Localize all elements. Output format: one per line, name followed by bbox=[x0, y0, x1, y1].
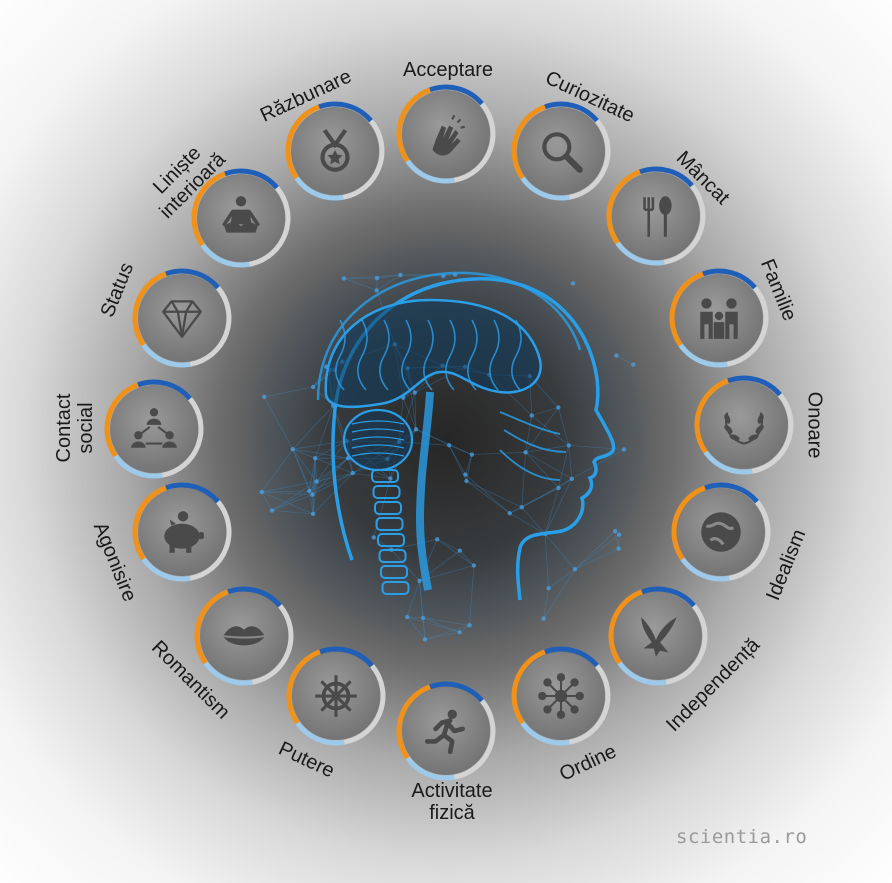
desire-label: Contact social bbox=[53, 393, 97, 463]
desire-label: Acceptare bbox=[403, 59, 494, 81]
ship-wheel-icon bbox=[315, 675, 357, 717]
desire-node-7 bbox=[606, 584, 710, 688]
desire-node-8 bbox=[509, 644, 613, 748]
piggy-bank-icon bbox=[164, 511, 204, 553]
desire-ring bbox=[285, 101, 385, 201]
desire-node-10 bbox=[284, 644, 388, 748]
desire-ring bbox=[132, 268, 232, 368]
people-network-icon bbox=[131, 408, 177, 448]
desire-node-3 bbox=[604, 164, 708, 268]
desire-node-2 bbox=[509, 99, 613, 203]
desire-node-background bbox=[110, 385, 198, 473]
network-nodes-icon bbox=[538, 673, 584, 719]
desire-ring bbox=[608, 586, 708, 686]
desire-node-14 bbox=[130, 266, 234, 370]
desire-ring bbox=[194, 586, 294, 686]
lips-icon bbox=[222, 626, 266, 646]
desire-node-1 bbox=[394, 82, 498, 186]
desire-node-background bbox=[700, 381, 788, 469]
desire-node-13 bbox=[102, 377, 206, 481]
desire-label: Activitate fizică bbox=[411, 780, 493, 824]
desire-ring bbox=[606, 166, 706, 266]
desire-ring bbox=[104, 379, 204, 479]
desire-node-16 bbox=[283, 99, 387, 203]
desire-node-9 bbox=[394, 679, 498, 783]
desire-node-11 bbox=[192, 584, 296, 688]
bird-icon bbox=[641, 617, 677, 657]
runner-icon bbox=[424, 709, 466, 755]
meditation-icon bbox=[222, 196, 260, 233]
magnifier-icon bbox=[542, 132, 583, 173]
laurel-wreath-icon bbox=[724, 412, 764, 445]
desire-node-6 bbox=[669, 480, 773, 584]
desire-ring bbox=[132, 482, 232, 582]
desire-node-background bbox=[138, 274, 226, 362]
desire-ring bbox=[671, 482, 771, 582]
desire-ring bbox=[511, 646, 611, 746]
fork-spoon-icon bbox=[643, 196, 672, 237]
diamond-icon bbox=[162, 300, 202, 338]
family-icon bbox=[700, 298, 738, 339]
desire-node-5 bbox=[692, 373, 796, 477]
desire-node-4 bbox=[667, 266, 771, 370]
desire-node-15 bbox=[189, 166, 293, 270]
desire-ring bbox=[191, 168, 291, 268]
globe-icon bbox=[701, 512, 741, 552]
desire-node-background bbox=[612, 172, 700, 260]
clapping-hands-icon bbox=[432, 114, 466, 156]
desire-ring bbox=[286, 646, 386, 746]
desire-node-12 bbox=[130, 480, 234, 584]
medal-icon bbox=[320, 128, 350, 172]
desire-ring bbox=[396, 681, 496, 781]
brand-watermark: scientia.ro bbox=[676, 826, 808, 848]
desire-ring bbox=[396, 84, 496, 184]
desire-label: Onoare bbox=[802, 391, 825, 459]
desire-ring bbox=[511, 101, 611, 201]
desire-node-background bbox=[517, 107, 605, 195]
desire-ring bbox=[669, 268, 769, 368]
desire-ring bbox=[694, 375, 794, 475]
